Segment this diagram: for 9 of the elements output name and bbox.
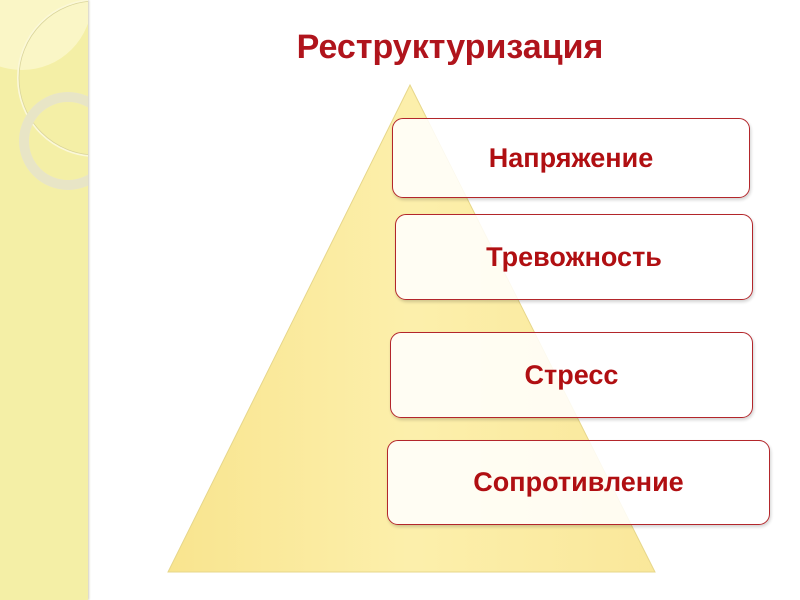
- level-box: [390, 332, 753, 418]
- box-label: Тревожность: [486, 242, 662, 272]
- box-label: Сопротивление: [473, 467, 684, 498]
- level-box: [392, 118, 750, 198]
- title: Реструктуризация: [296, 27, 604, 68]
- box-label: Напряжение: [488, 142, 654, 174]
- level-box: [395, 214, 753, 300]
- box-label: Стресс: [524, 360, 618, 390]
- level-box: [387, 440, 770, 525]
